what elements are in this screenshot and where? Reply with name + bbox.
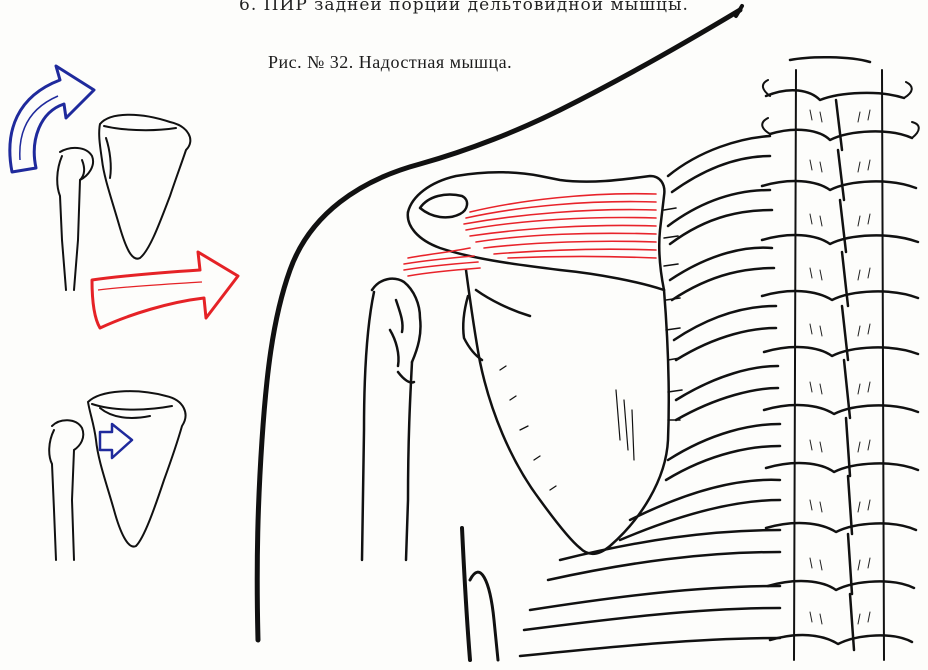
small-scapula-bottom	[49, 391, 185, 560]
vertebral-column	[762, 57, 919, 660]
blue-curved-arrow-icon	[10, 66, 94, 172]
small-blue-arrow-icon	[100, 424, 132, 458]
small-scapula-top	[57, 115, 190, 290]
scapula-bone	[408, 172, 682, 554]
ribs	[520, 136, 780, 656]
red-right-arrow-icon	[92, 252, 238, 328]
humerus-bone	[362, 279, 421, 560]
supraspinatus-muscle	[404, 194, 656, 276]
body-outline	[257, 6, 742, 660]
